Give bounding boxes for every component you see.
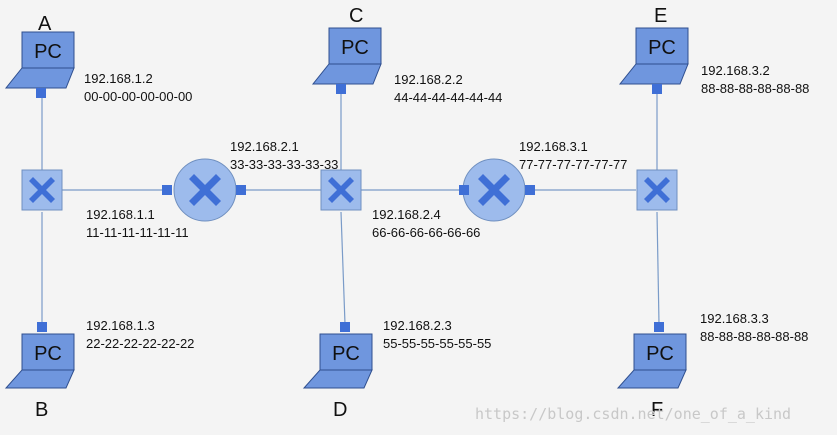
pc-e: PC — [618, 27, 689, 94]
switch-1 — [21, 169, 63, 211]
switch-2 — [320, 169, 362, 211]
cross-icon — [189, 174, 221, 206]
cross-icon — [328, 177, 354, 203]
cross-icon — [29, 177, 55, 203]
host-c-letter: C — [349, 5, 363, 27]
host-e-ip: 192.168.3.2 — [701, 63, 770, 78]
pc-a-label: PC — [34, 41, 62, 63]
host-a-letter: A — [38, 13, 52, 35]
router-2-port-right — [525, 185, 535, 195]
switch-3 — [636, 169, 678, 211]
host-c-mac: 44-44-44-44-44-44 — [394, 90, 502, 105]
router1-right-ip: 192.168.2.1 — [230, 139, 299, 154]
pc-b: PC — [4, 322, 75, 389]
router-1-port-left — [162, 185, 172, 195]
host-d-mac: 55-55-55-55-55-55 — [383, 336, 491, 351]
cross-icon — [478, 174, 510, 206]
router2-right-mac: 77-77-77-77-77-77 — [519, 157, 627, 172]
pc-f-port — [654, 322, 664, 332]
host-a-ip: 192.168.1.2 — [84, 71, 153, 86]
pc-b-label: PC — [34, 343, 62, 365]
pc-d-port — [340, 322, 350, 332]
links — [41, 91, 660, 326]
router-2 — [459, 158, 535, 222]
link-switch3-f — [656, 211, 660, 325]
pc-a: PC — [4, 31, 75, 98]
cross-icon — [644, 177, 670, 203]
router1-left-ip: 192.168.1.1 — [86, 207, 155, 222]
host-f-mac: 88-88-88-88-88-88 — [700, 329, 808, 344]
pc-d-label: PC — [332, 343, 360, 365]
link-switch2-d — [340, 211, 346, 325]
host-f-letter: F — [651, 399, 663, 421]
host-d-ip: 192.168.2.3 — [383, 318, 452, 333]
pc-f: PC — [616, 322, 687, 389]
pc-c-label: PC — [341, 37, 369, 59]
pc-e-port — [652, 84, 662, 94]
host-b-ip: 192.168.1.3 — [86, 318, 155, 333]
router-2-port-left — [459, 185, 469, 195]
pc-d: PC — [302, 322, 373, 389]
host-c-ip: 192.168.2.2 — [394, 72, 463, 87]
host-b-mac: 22-22-22-22-22-22 — [86, 336, 194, 351]
pc-c-port — [336, 84, 346, 94]
host-e-letter: E — [654, 5, 667, 27]
router-1 — [162, 158, 246, 222]
router2-left-mac: 66-66-66-66-66-66 — [372, 225, 480, 240]
pc-c: PC — [311, 27, 382, 94]
router1-right-mac: 33-33-33-33-33-33 — [230, 157, 338, 172]
host-b-letter: B — [35, 399, 48, 421]
host-f-ip: 192.168.3.3 — [700, 311, 769, 326]
watermark: https://blog.csdn.net/one_of_a_kind — [475, 405, 791, 423]
pc-e-label: PC — [648, 37, 676, 59]
router1-left-mac: 11-11-11-11-11-11 — [86, 225, 189, 240]
host-d-letter: D — [333, 399, 347, 421]
pc-b-port — [37, 322, 47, 332]
router2-right-ip: 192.168.3.1 — [519, 139, 588, 154]
host-e-mac: 88-88-88-88-88-88 — [701, 81, 809, 96]
host-a-mac: 00-00-00-00-00-00 — [84, 89, 192, 104]
router2-left-ip: 192.168.2.4 — [372, 207, 441, 222]
router-1-port-right — [236, 185, 246, 195]
pc-a-port — [36, 88, 46, 98]
pc-f-label: PC — [646, 343, 674, 365]
